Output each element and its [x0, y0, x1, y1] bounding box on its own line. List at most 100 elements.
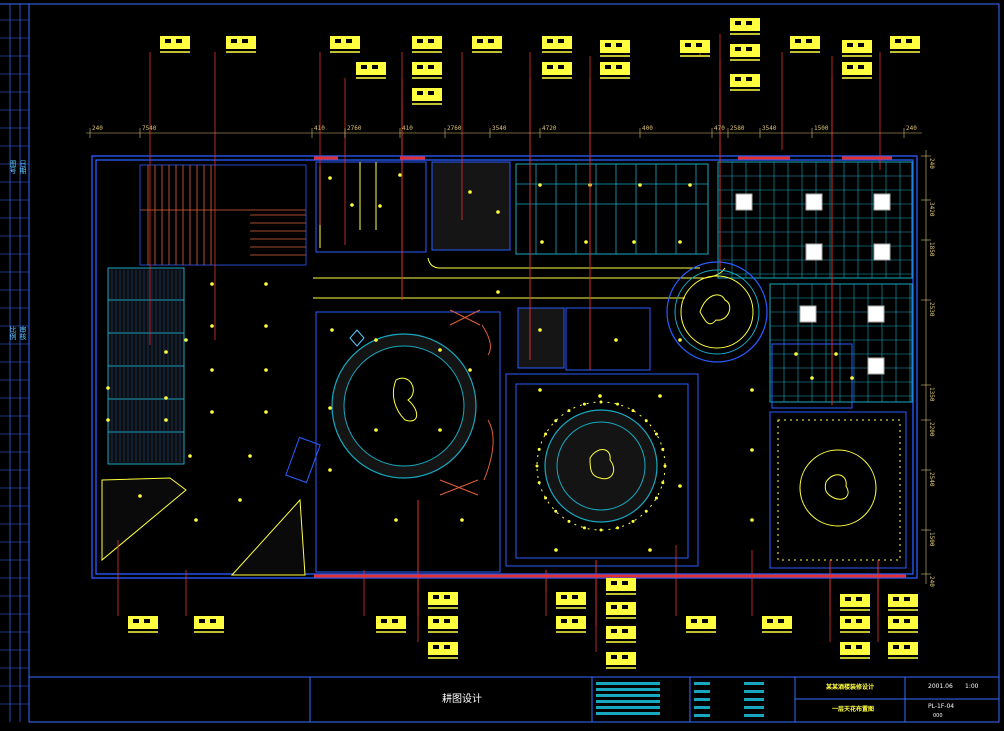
service-room [565, 307, 651, 371]
title-block-bar [694, 698, 710, 701]
callout-tag [840, 594, 870, 607]
dimension-label-top: 2760 [347, 125, 362, 132]
callout-tag [890, 36, 920, 49]
callout-tag-mark [392, 619, 398, 623]
light-panel [735, 193, 753, 211]
light-panel [867, 305, 885, 323]
title-block-bar [744, 698, 764, 701]
left-lower-hatch [101, 436, 321, 576]
callout-tag [412, 88, 442, 101]
callout-tag-mark [858, 65, 864, 69]
ring-lamp [537, 447, 541, 451]
callout-tag [428, 642, 458, 655]
ring-lamp [663, 464, 667, 468]
ring-lamp [567, 519, 571, 523]
designer-name: 耕图设计 [442, 694, 482, 705]
callout-tag [472, 36, 502, 49]
decor-struts [439, 309, 494, 496]
callout-tag-mark [856, 645, 862, 649]
corridor [313, 257, 726, 299]
callout-tag-mark [433, 619, 439, 623]
dimension-label-top: 1500 [814, 125, 829, 132]
callout-tag-mark [611, 605, 617, 609]
dimension-label-right: 1850 [928, 242, 935, 257]
downlight [460, 518, 464, 522]
callout-leaders [117, 34, 881, 652]
project-name: 某某酒楼装修设计 [826, 684, 875, 691]
downlight [194, 518, 198, 522]
downlight [648, 548, 652, 552]
callout-tag-mark [242, 39, 248, 43]
downlight [394, 518, 398, 522]
downlight [378, 204, 382, 208]
callout-tag-mark [488, 39, 494, 43]
round-ceiling-lobby [666, 261, 768, 363]
downlight [584, 240, 588, 244]
dimension-label-top: 3540 [492, 125, 507, 132]
sheet-name: 一层天花布置图 [832, 706, 875, 713]
tile-frame-lower [769, 283, 913, 403]
downlight [678, 240, 682, 244]
callout-tag [842, 62, 872, 75]
downlight [750, 518, 754, 522]
ring-lamp [535, 464, 539, 468]
downlight [438, 348, 442, 352]
title-block-bar [596, 706, 660, 709]
callout-tag-mark [746, 21, 752, 25]
downlight [210, 410, 214, 414]
downlight [374, 428, 378, 432]
callout-tag-mark [622, 605, 628, 609]
side-label-4: 审核 [19, 326, 27, 340]
callout-tag-mark [895, 39, 901, 43]
callout-tag-mark [558, 65, 564, 69]
ring-lamp [654, 496, 658, 500]
callout-tag-mark [417, 39, 423, 43]
round-ceiling-room-1 [315, 311, 501, 573]
callout-tag [606, 626, 636, 639]
callout-tag-mark [893, 645, 899, 649]
title-block [28, 676, 1000, 723]
callout-tag-mark [696, 43, 702, 47]
callout-tag-mark [904, 619, 910, 623]
callout-tag [606, 578, 636, 591]
callout-tag [356, 62, 386, 75]
callout-tag-mark [611, 629, 617, 633]
downlight [678, 484, 682, 488]
callout-tag-mark [616, 65, 622, 69]
callout-tag [840, 616, 870, 629]
downlight-lamps [106, 173, 854, 552]
downlight [106, 386, 110, 390]
callout-tag [790, 36, 820, 49]
callout-tag-mark [477, 39, 483, 43]
callout-tag-mark [165, 39, 171, 43]
downlight [210, 324, 214, 328]
downlight [328, 176, 332, 180]
downlight [438, 428, 442, 432]
callout-tag [730, 18, 760, 31]
dimension-label-right: 2530 [928, 302, 935, 317]
callout-tag-mark [361, 65, 367, 69]
callout-tag [730, 74, 760, 87]
ring-lamp [582, 402, 586, 406]
downlight [106, 418, 110, 422]
ring-lamp [661, 447, 665, 451]
downlight [374, 338, 378, 342]
callout-tag-mark [806, 39, 812, 43]
callout-tag-mark [702, 619, 708, 623]
callout-tag-mark [433, 595, 439, 599]
callout-tag [412, 62, 442, 75]
callout-tag-mark [856, 597, 862, 601]
callout-tag [556, 616, 586, 629]
sheet-code: 000 [933, 713, 943, 719]
callout-tag [686, 616, 716, 629]
title-block-bar [596, 700, 660, 703]
downlight [496, 210, 500, 214]
callout-tag-mark [444, 645, 450, 649]
callout-tag-mark [372, 65, 378, 69]
downlight [496, 290, 500, 294]
downlight [184, 338, 188, 342]
title-block-bar [744, 682, 764, 685]
callout-tag-mark [572, 619, 578, 623]
callout-tag-mark [428, 91, 434, 95]
